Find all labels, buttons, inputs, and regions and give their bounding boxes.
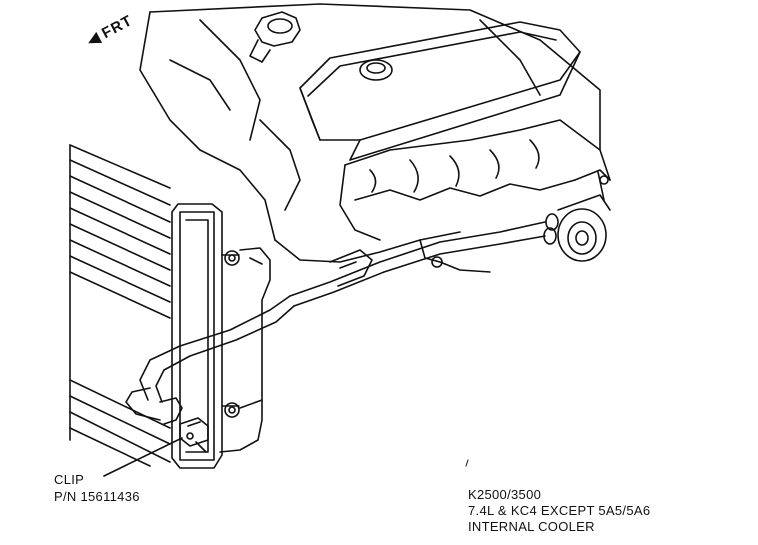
clip-part xyxy=(179,417,209,453)
lower-block xyxy=(274,231,491,273)
clip-part-number: P/N 15611436 xyxy=(54,489,140,504)
stray-mark xyxy=(465,459,469,467)
caption-line-3: INTERNAL COOLER xyxy=(468,519,595,534)
clip-callout: CLIP P/N 15611436 xyxy=(54,471,140,505)
valve-cover xyxy=(299,21,581,161)
radiator-tank xyxy=(171,203,240,469)
cooler-lines xyxy=(125,221,546,453)
caption-line-1: K2500/3500 xyxy=(468,487,542,502)
figure-caption: K2500/3500 7.4L & KC4 EXCEPT 5A5/5A6 INT… xyxy=(468,487,650,535)
clip-name: CLIP xyxy=(54,472,85,487)
caption-line-2: 7.4L & KC4 EXCEPT 5A5/5A6 xyxy=(468,503,651,518)
clip-leader-line xyxy=(103,437,183,477)
exhaust-manifold xyxy=(339,119,611,241)
transmission-fitting xyxy=(543,171,611,262)
water-outlet xyxy=(249,11,301,63)
radiator-core xyxy=(69,144,171,467)
